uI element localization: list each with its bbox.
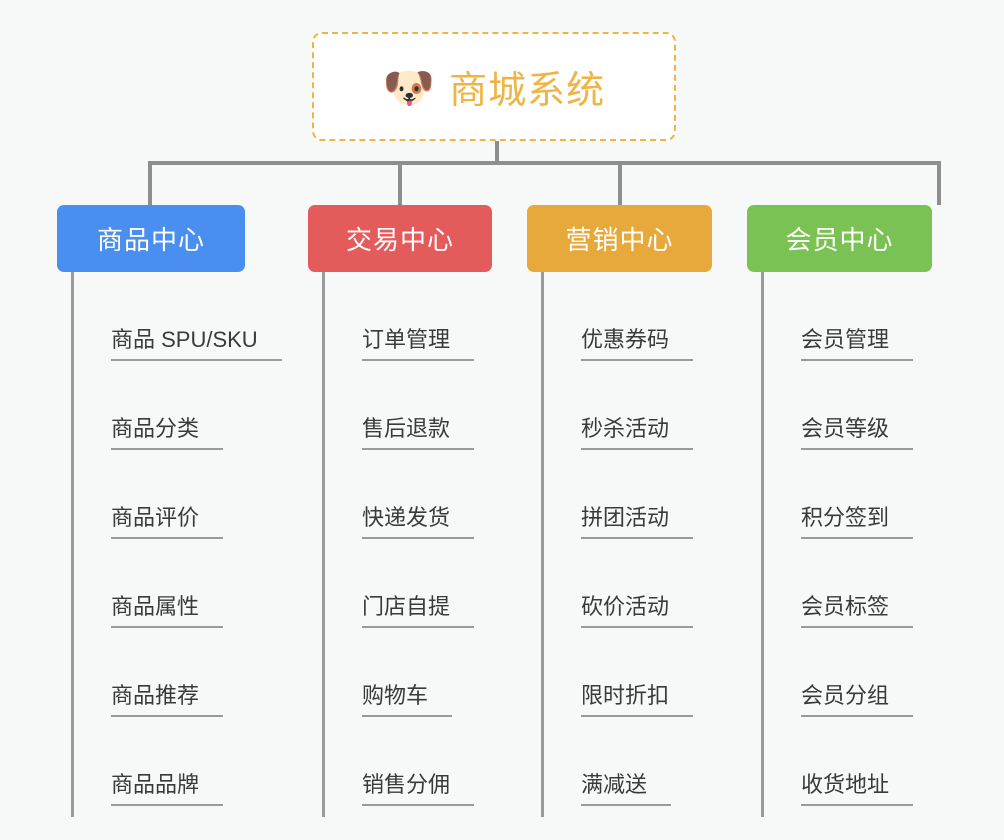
column-rail-1 [71, 272, 74, 817]
category-label-4: 会员中心 [785, 225, 894, 255]
list-item[interactable]: 收货地址 [761, 717, 914, 806]
item-label: 快递发货 [362, 505, 475, 539]
connector-drop-2 [398, 161, 402, 205]
list-item[interactable]: 快递发货 [322, 450, 475, 539]
connector-trunk [495, 141, 499, 164]
item-label: 商品属性 [111, 594, 224, 628]
list-item[interactable]: 限时折扣 [541, 628, 694, 717]
item-label: 商品分类 [111, 416, 224, 450]
item-label: 会员管理 [801, 327, 914, 361]
list-item[interactable]: 优惠券码 [541, 272, 694, 361]
category-label-3: 营销中心 [565, 225, 674, 255]
item-label: 商品品牌 [111, 772, 224, 806]
list-item[interactable]: 商品分类 [71, 361, 282, 450]
category-box-2[interactable]: 交易中心 [308, 205, 492, 272]
item-label: 满减送 [581, 772, 672, 806]
item-label: 商品 SPU/SKU [111, 327, 282, 361]
item-label: 门店自提 [362, 594, 475, 628]
list-item[interactable]: 积分签到 [761, 450, 914, 539]
connector-drop-4 [937, 161, 941, 205]
list-item[interactable]: 商品品牌 [71, 717, 282, 806]
list-item[interactable]: 拼团活动 [541, 450, 694, 539]
list-item[interactable]: 门店自提 [322, 539, 475, 628]
item-label: 秒杀活动 [581, 416, 694, 450]
category-box-3[interactable]: 营销中心 [527, 205, 712, 272]
item-column-4: 会员管理 会员等级 积分签到 会员标签 会员分组 收货地址 [761, 272, 914, 817]
item-label: 售后退款 [362, 416, 475, 450]
list-item[interactable]: 商品属性 [71, 539, 282, 628]
item-label: 购物车 [362, 683, 453, 717]
list-item[interactable]: 会员管理 [761, 272, 914, 361]
item-label: 订单管理 [362, 327, 475, 361]
list-item[interactable]: 商品推荐 [71, 628, 282, 717]
item-label: 销售分佣 [362, 772, 475, 806]
root-node-shop-system[interactable]: 🐶 商城系统 [312, 32, 676, 141]
list-item[interactable]: 售后退款 [322, 361, 475, 450]
list-item[interactable]: 会员分组 [761, 628, 914, 717]
item-label: 会员标签 [801, 594, 914, 628]
connector-bus [150, 161, 940, 165]
item-label: 商品推荐 [111, 683, 224, 717]
item-label: 会员等级 [801, 416, 914, 450]
category-box-4[interactable]: 会员中心 [747, 205, 932, 272]
item-label: 会员分组 [801, 683, 914, 717]
category-label-2: 交易中心 [345, 225, 454, 255]
item-label: 拼团活动 [581, 505, 694, 539]
dog-face-icon: 🐶 [382, 63, 436, 111]
connector-drop-1 [148, 161, 152, 205]
column-rail-2 [322, 272, 325, 817]
item-label: 优惠券码 [581, 327, 694, 361]
category-box-1[interactable]: 商品中心 [57, 205, 245, 272]
item-column-3: 优惠券码 秒杀活动 拼团活动 砍价活动 限时折扣 满减送 [541, 272, 694, 817]
list-item[interactable]: 订单管理 [322, 272, 475, 361]
category-label-1: 商品中心 [96, 225, 205, 255]
list-item[interactable]: 销售分佣 [322, 717, 475, 806]
list-item[interactable]: 商品 SPU/SKU [71, 272, 282, 361]
list-item[interactable]: 商品评价 [71, 450, 282, 539]
item-label: 限时折扣 [581, 683, 694, 717]
list-item[interactable]: 砍价活动 [541, 539, 694, 628]
list-item[interactable]: 满减送 [541, 717, 693, 806]
connector-drop-3 [618, 161, 622, 205]
list-item[interactable]: 秒杀活动 [541, 361, 694, 450]
list-item[interactable]: 会员标签 [761, 539, 914, 628]
root-node-title: 商城系统 [449, 70, 606, 112]
column-rail-3 [541, 272, 544, 817]
item-label: 商品评价 [111, 505, 224, 539]
item-column-2: 订单管理 售后退款 快递发货 门店自提 购物车 销售分佣 [322, 272, 475, 817]
list-item[interactable]: 会员等级 [761, 361, 914, 450]
list-item[interactable]: 购物车 [322, 628, 474, 717]
column-rail-4 [761, 272, 764, 817]
item-column-1: 商品 SPU/SKU 商品分类 商品评价 商品属性 商品推荐 商品品牌 [71, 272, 282, 817]
item-label: 收货地址 [801, 772, 914, 806]
item-label: 积分签到 [801, 505, 914, 539]
item-label: 砍价活动 [581, 594, 694, 628]
